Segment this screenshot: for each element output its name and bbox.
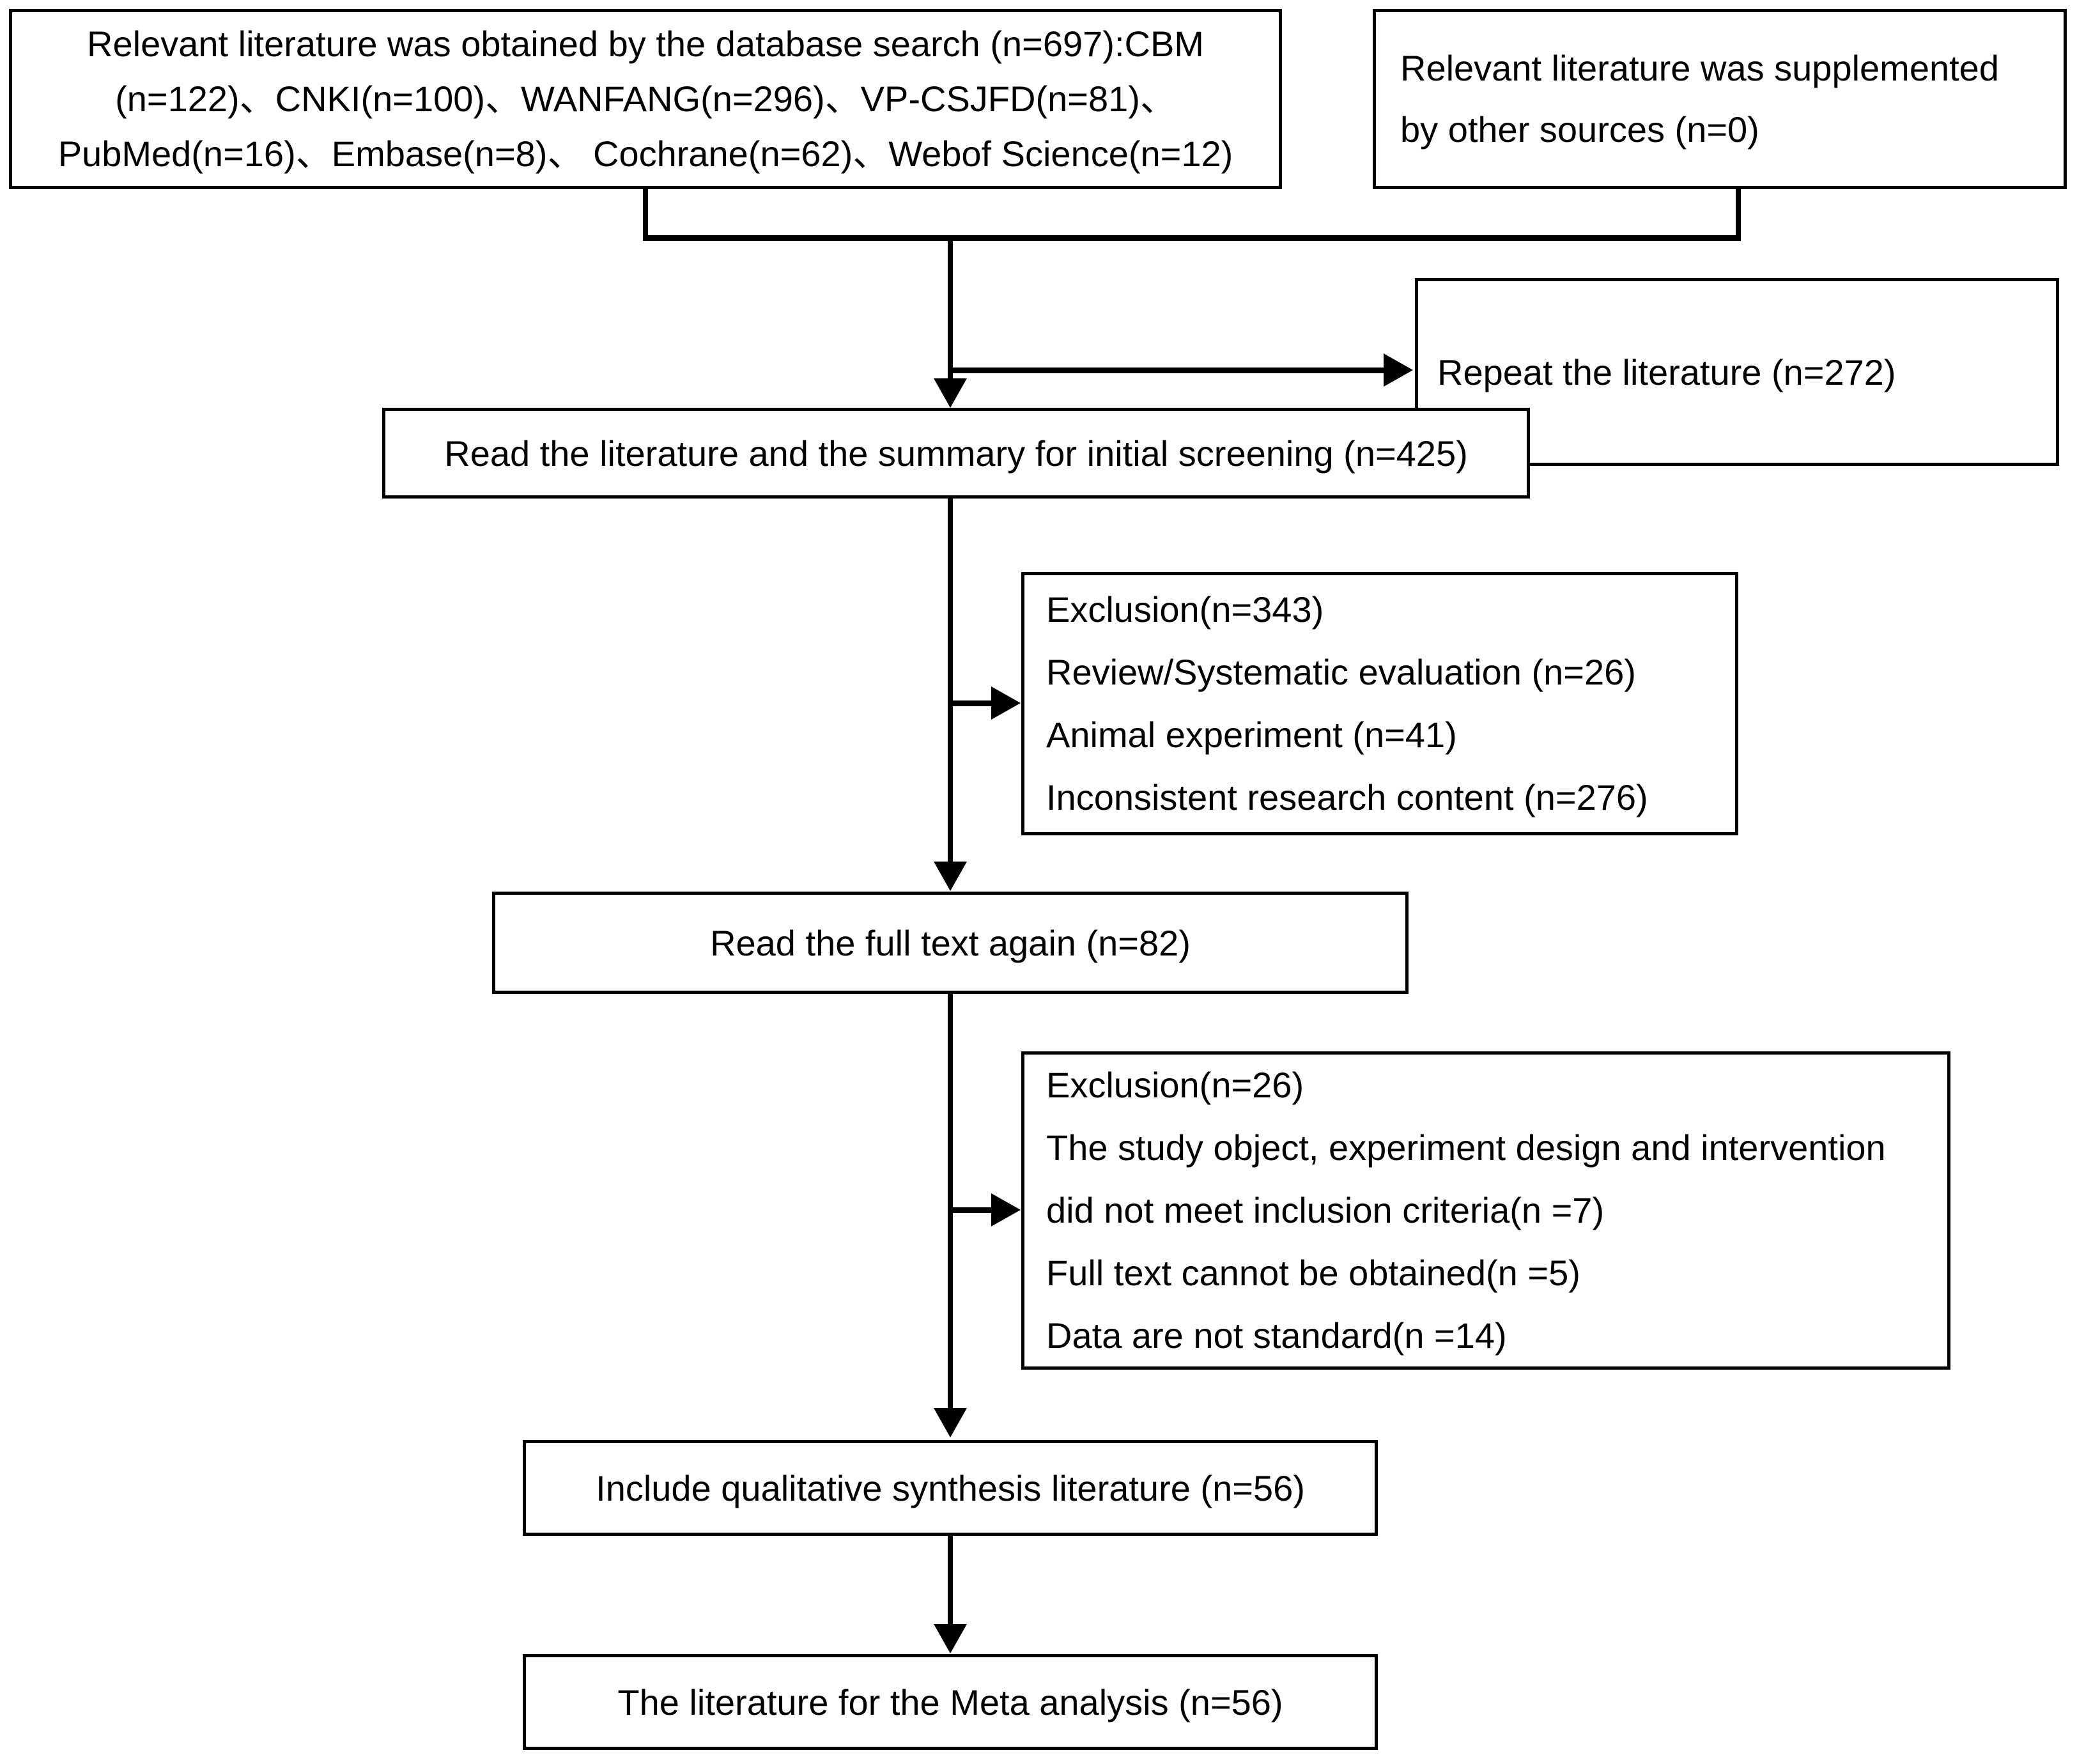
connector-box2-drop bbox=[1736, 189, 1741, 240]
box-database-search-line-3: PubMed(n=16)、Embase(n=8)、 Cochrane(n=62)… bbox=[58, 134, 1233, 174]
box-exclusion-1-line-2: Review/Systematic evaluation (n=26) bbox=[1046, 652, 1636, 692]
connector-to-exclusion-2 bbox=[950, 1207, 992, 1213]
box-full-text-again: Read the full text again (n=82) bbox=[492, 892, 1409, 994]
box-initial-screening-line-1: Read the literature and the summary for … bbox=[444, 433, 1468, 474]
box-database-search-line-1: Relevant literature was obtained by the … bbox=[87, 24, 1204, 64]
box-exclusion-2-line-5: Data are not standard(n =14) bbox=[1046, 1315, 1507, 1356]
box-exclusion-2: Exclusion(n=26) The study object, experi… bbox=[1021, 1051, 1950, 1370]
box-other-sources-line-1: Relevant literature was supplemented bbox=[1400, 48, 1999, 88]
arrowhead-to-exclusion-2 bbox=[991, 1193, 1021, 1226]
connector-trunk-upper bbox=[948, 235, 953, 380]
box-exclusion-2-line-3: did not meet inclusion criteria(n =7) bbox=[1046, 1190, 1605, 1230]
arrowhead-to-repeat bbox=[1384, 353, 1413, 387]
box-database-search: Relevant literature was obtained by the … bbox=[9, 9, 1282, 189]
arrowhead-to-full-text bbox=[934, 862, 967, 891]
box-database-search-line-2: (n=122)、CNKI(n=100)、WANFANG(n=296)、VP-CS… bbox=[115, 79, 1176, 119]
arrowhead-to-qualitative bbox=[934, 1408, 967, 1437]
connector-to-exclusion-1 bbox=[950, 700, 992, 706]
arrowhead-to-exclusion-1 bbox=[991, 686, 1021, 720]
connector-box1-drop bbox=[643, 189, 648, 240]
box-exclusion-2-line-1: Exclusion(n=26) bbox=[1046, 1065, 1304, 1105]
box-meta-analysis: The literature for the Meta analysis (n=… bbox=[523, 1654, 1378, 1750]
box-exclusion-1-line-4: Inconsistent research content (n=276) bbox=[1046, 777, 1648, 817]
box-qualitative-synthesis-line-1: Include qualitative synthesis literature… bbox=[596, 1467, 1305, 1508]
box-exclusion-2-line-4: Full text cannot be obtained(n =5) bbox=[1046, 1253, 1580, 1293]
box-exclusion-2-line-2: The study object, experiment design and … bbox=[1046, 1127, 1886, 1168]
box-repeat-literature-line-1: Repeat the literature (n=272) bbox=[1437, 352, 1896, 392]
box-full-text-again-line-1: Read the full text again (n=82) bbox=[710, 922, 1191, 963]
box-exclusion-1: Exclusion(n=343) Review/Systematic evalu… bbox=[1021, 572, 1738, 835]
box-meta-analysis-line-1: The literature for the Meta analysis (n=… bbox=[617, 1682, 1283, 1722]
box-other-sources: Relevant literature was supplemented by … bbox=[1373, 9, 2067, 189]
box-initial-screening: Read the literature and the summary for … bbox=[382, 408, 1530, 499]
box-qualitative-synthesis: Include qualitative synthesis literature… bbox=[523, 1440, 1378, 1536]
connector-trunk-lower bbox=[948, 994, 953, 1409]
box-exclusion-1-line-3: Animal experiment (n=41) bbox=[1046, 715, 1457, 755]
connector-to-repeat bbox=[950, 368, 1385, 373]
connector-trunk-final bbox=[948, 1536, 953, 1625]
arrowhead-to-meta-analysis bbox=[934, 1624, 967, 1653]
box-other-sources-line-2: by other sources (n=0) bbox=[1400, 109, 1759, 150]
box-exclusion-1-line-1: Exclusion(n=343) bbox=[1046, 589, 1324, 630]
connector-merge-bar bbox=[643, 235, 1741, 241]
arrowhead-to-initial-screening bbox=[934, 378, 967, 408]
connector-trunk-middle bbox=[948, 499, 953, 863]
